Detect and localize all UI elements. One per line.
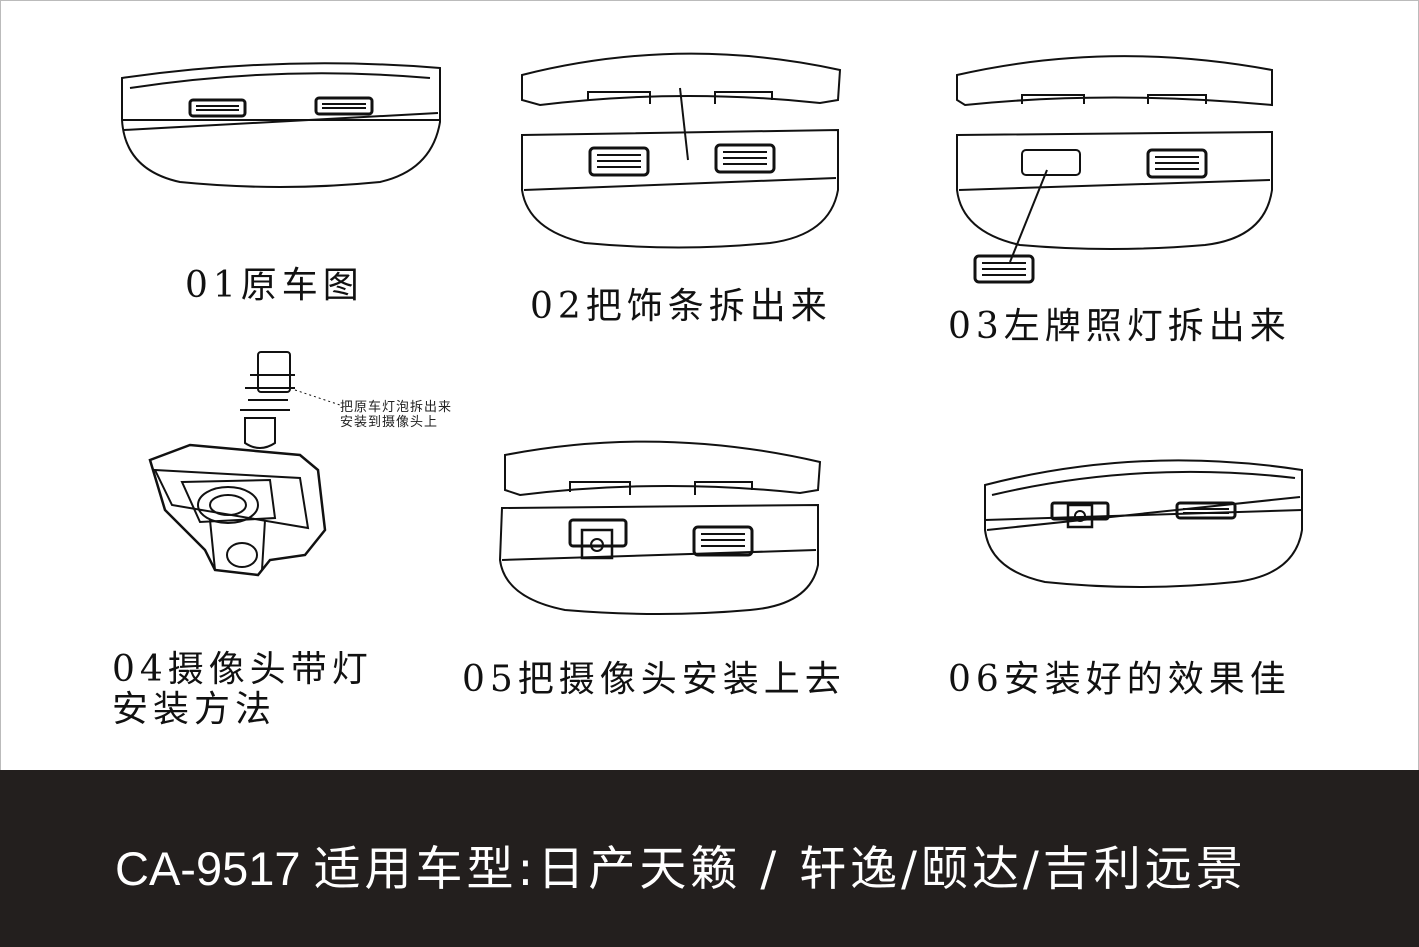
footer-text: CA-9517 适用车型:日产天籁 / 轩逸/颐达/吉利远景 xyxy=(115,830,1247,899)
applicable-models: 适用车型:日产天籁 / 轩逸/颐达/吉利远景 xyxy=(313,842,1247,897)
step3-label: 03左牌照灯拆出来 xyxy=(948,306,1291,347)
license-lamp-icon xyxy=(188,98,247,118)
step4-label-line1: 04摄像头带灯 xyxy=(112,649,373,690)
installation-diagram xyxy=(121,52,1303,615)
step6-final-result xyxy=(984,459,1303,588)
model-number: CA-9517 xyxy=(115,842,301,895)
step4-camera-with-lamp xyxy=(148,351,341,577)
camera-icon xyxy=(1050,501,1110,529)
step6-label: 06安装好的效果佳 xyxy=(948,659,1291,700)
footer-bar xyxy=(0,770,1419,947)
step1-original-lamp-assembly xyxy=(121,62,441,188)
camera-icon xyxy=(568,518,628,560)
license-lamp-icon xyxy=(1146,148,1208,179)
step3-left-lamp-removed xyxy=(956,55,1273,284)
step5-label: 05把摄像头安装上去 xyxy=(462,659,846,700)
license-lamp-icon xyxy=(692,525,754,557)
step2-trim-removed xyxy=(521,52,842,249)
license-lamp-icon xyxy=(588,146,650,177)
camera-housing-icon xyxy=(148,443,327,577)
step5-camera-installed xyxy=(498,440,822,615)
bulb-socket-icon xyxy=(257,351,291,393)
step4-note: 把原车灯泡拆出来 安装到摄像头上 xyxy=(340,400,452,430)
license-lamp-icon xyxy=(1175,501,1237,520)
step4-label-line2: 安装方法 xyxy=(112,689,277,730)
license-lamp-icon xyxy=(714,143,776,174)
step4-note-line1: 把原车灯泡拆出来 xyxy=(340,400,453,415)
step1-label: 01原车图 xyxy=(185,265,364,306)
removed-lamp-icon xyxy=(973,254,1035,284)
step4-note-line2: 安装到摄像头上 xyxy=(340,415,439,430)
license-lamp-icon xyxy=(314,96,374,116)
empty-lamp-slot xyxy=(1021,149,1081,176)
step2-label: 02把饰条拆出来 xyxy=(530,286,832,327)
